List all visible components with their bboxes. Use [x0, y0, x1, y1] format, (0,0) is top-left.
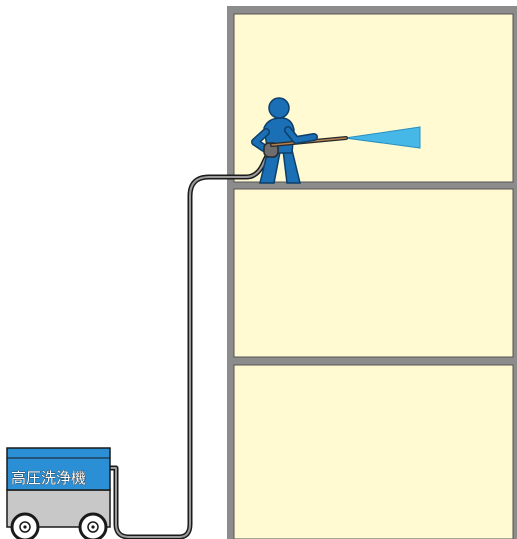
water-spray [344, 126, 421, 149]
floor-1-wall [233, 364, 514, 539]
hose [107, 147, 273, 539]
floor-2-wall [233, 188, 514, 358]
machine-body [6, 447, 111, 491]
building [227, 6, 517, 539]
left-wheel-icon [10, 512, 40, 539]
worker-back-arm-fill [252, 129, 269, 151]
machine-label: 高圧洗浄機 [11, 469, 86, 487]
right-wheel-icon [78, 512, 108, 539]
hose-highlight [109, 149, 271, 538]
worker-head [268, 97, 290, 119]
pressure-washer-icon: 高圧洗浄機 [6, 447, 111, 539]
worker-person-spraying-icon [251, 97, 348, 184]
worker-front-arm-fill [285, 127, 317, 143]
